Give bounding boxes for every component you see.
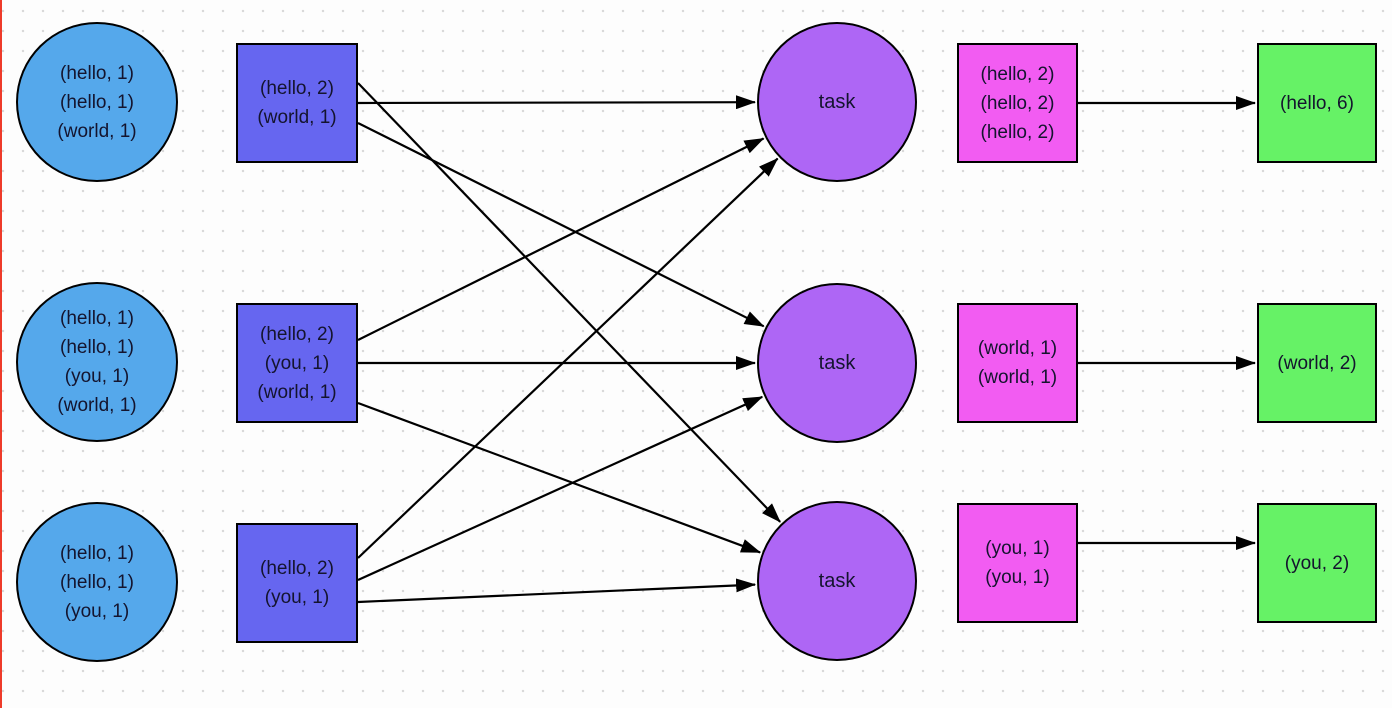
task-circle-1: task <box>757 22 917 182</box>
pair-text: (world, 1) <box>977 338 1058 359</box>
pair-text: (world, 1) <box>57 120 137 142</box>
shuffle-arrow <box>357 95 757 110</box>
task-label: task <box>818 90 856 113</box>
output-square-3: (you, 2) <box>1257 503 1377 623</box>
shuffle-arrow <box>357 82 781 523</box>
task-circle-2: task <box>757 283 917 443</box>
pair-text: (hello, 2) <box>980 92 1055 114</box>
pair-text: (hello, 2) <box>260 323 334 345</box>
pair-text: (hello, 1) <box>60 62 134 84</box>
pair-text: (world, 1) <box>257 107 337 128</box>
pair-text: (world, 1) <box>257 381 337 403</box>
pair-text: (you, 1) <box>985 567 1050 588</box>
pair-text: (you, 1) <box>64 366 130 387</box>
pair-text: (you, 1) <box>264 587 330 608</box>
screen-edge-artifact <box>0 0 2 708</box>
pair-text: (world, 1) <box>977 367 1058 388</box>
output-square-2: (world, 2) <box>1257 303 1377 423</box>
pair-text: (hello, 2) <box>980 63 1055 85</box>
task-label: task <box>818 351 856 374</box>
pair-text: (hello, 1) <box>60 91 134 113</box>
pair-text: (hello, 2) <box>980 121 1055 143</box>
group-square-2: (world, 1) (world, 1) <box>957 303 1078 423</box>
combine-square-1: (hello, 2) (world, 1) <box>236 43 358 163</box>
group-square-3: (you, 1) (you, 1) <box>957 503 1078 623</box>
task-label: task <box>818 569 856 592</box>
group-square-1: (hello, 2) (hello, 2) (hello, 2) <box>957 43 1078 163</box>
pair-text: (you, 1) <box>264 352 330 374</box>
pair-text: (you, 2) <box>1284 552 1350 574</box>
pair-text: (hello, 1) <box>60 542 134 564</box>
shuffle-arrow <box>357 395 764 582</box>
input-circle-1: (hello, 1) (hello, 1) (world, 1) <box>16 22 178 182</box>
combine-square-2: (hello, 2) (you, 1) (world, 1) <box>236 303 358 423</box>
combine-square-3: (hello, 2) (you, 1) <box>236 523 358 643</box>
pair-text: (you, 1) <box>985 538 1050 559</box>
pair-text: (hello, 1) <box>60 308 134 329</box>
pair-text: (hello, 6) <box>1280 92 1354 114</box>
input-circle-3: (hello, 1) (hello, 1) (you, 1) <box>16 502 178 662</box>
pair-text: (world, 2) <box>1277 352 1357 374</box>
input-circle-2: (hello, 1) (hello, 1) (you, 1) (world, 1… <box>16 282 178 442</box>
pair-text: (hello, 1) <box>60 571 134 593</box>
pair-text: (hello, 2) <box>260 558 334 579</box>
shuffle-arrow <box>357 401 762 554</box>
shuffle-arrow <box>357 137 765 341</box>
pair-text: (you, 1) <box>64 600 130 622</box>
pair-text: (hello, 1) <box>60 337 134 358</box>
pair-text: (hello, 2) <box>260 78 334 99</box>
shuffle-arrow <box>357 122 765 328</box>
task-circle-3: task <box>757 501 917 661</box>
pair-text: (world, 1) <box>57 395 137 416</box>
shuffle-arrow <box>357 578 757 604</box>
shuffle-arrow <box>357 157 779 559</box>
output-square-1: (hello, 6) <box>1257 43 1377 163</box>
